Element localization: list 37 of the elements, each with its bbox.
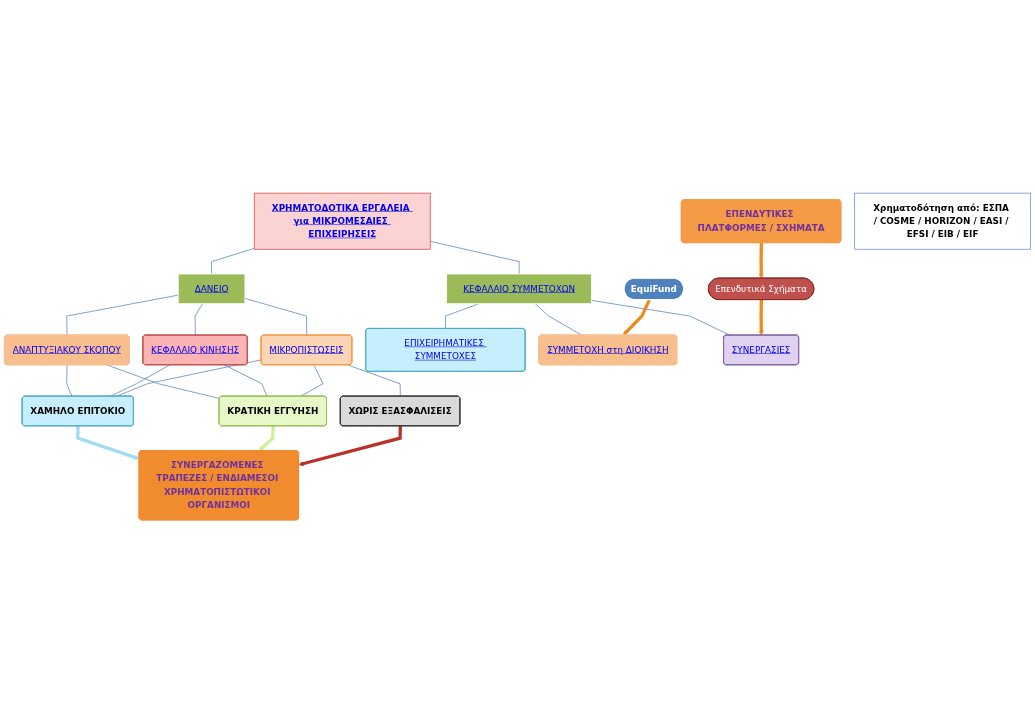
connector-line: [224, 364, 268, 397]
arrow: [758, 242, 764, 279]
rounded-box: ΣΥΝΕΡΓΑΣΙΕΣ: [723, 334, 800, 366]
arrow: [298, 426, 402, 466]
connector-line: [66, 364, 73, 397]
ellipse-node: Επενδυτικά Σχήματα: [707, 277, 815, 300]
rounded-box: ΚΕΦΑΛΑΙΟ ΚΙΝΗΣΗΣ: [142, 334, 248, 366]
connector-line: [429, 240, 520, 275]
rounded-box: ΜΙΚΡΟΠΙΣΤΩΣΕΙΣ: [260, 334, 353, 366]
connector-line: [445, 303, 480, 330]
rounded-box: ΑΝΑΠΤΥΞΙΑΚΟΥ ΣΚΟΠΟΥ: [4, 334, 130, 366]
arrow: [76, 426, 140, 460]
ellipse-node: EquiFund: [623, 277, 685, 300]
connector-line: [194, 303, 203, 336]
process-box: ΧΡΗΜΑΤΟΔΟΤΙΚΑ ΕΡΓΑΛΕΙΑ για ΜΙΚΡΟΜΕΣΑΙΕΣ ΕΠΙΧΕΙΡΗΣΕΙΣ: [253, 192, 431, 250]
rounded-box: ΧΑΜΗΛΟ ΕΠΙΤΟΚΙΟ: [21, 395, 134, 427]
rounded-box: ΕΠΕΝΔΥΤΙΚΕΣ ΠΛΑΤΦΟΡΜΕΣ / ΣΧΗΜΑΤΑ: [680, 199, 842, 244]
arrow: [622, 299, 651, 336]
connector-line: [300, 364, 324, 397]
connector-line: [347, 364, 401, 397]
arrow: [258, 426, 275, 452]
connector-line: [211, 248, 255, 275]
connector-line: [244, 298, 308, 336]
rounded-box: ΣΥΜΜΕΤΟΧΗ στη ΔΙΟΙΚΗΣΗ: [538, 334, 678, 366]
connector-line: [591, 300, 731, 336]
process-box: ΚΕΦΑΛΑΙΟ ΣΥΜΜΕΤΟΧΩΝ: [446, 273, 592, 305]
connector-line: [66, 294, 179, 336]
rounded-box: ΧΩΡΙΣ ΕΞΑΣΦΑΛΙΣΕΙΣ: [339, 395, 461, 427]
connector-line: [534, 303, 583, 336]
process-box: Χρηματοδότηση από: ΕΣΠΑ / COSME / HORIZON / EASI / EFSI / EIB / EIF: [854, 192, 1031, 250]
rounded-box: ΚΡΑΤΙΚΗ ΕΓΓΥΗΣΗ: [218, 395, 327, 427]
arrow: [758, 299, 764, 336]
connector-line: [109, 364, 170, 397]
rounded-box: ΣΥΝΕΡΓΑΖΟΜΕΝΕΣ ΤΡΑΠΕΖΕΣ / ΕΝΔΙΑΜΕΣΟΙ ΧΡΗΜΑΤΟΠΙΣΤΩΤΙΚΟΙ ΟΡΓΑΝΙΣΜΟΙ: [138, 450, 299, 521]
process-box: ΔΑΝΕΙΟ: [177, 273, 246, 305]
connector-line: [106, 364, 220, 399]
rounded-box: ΕΠΙΧΕΙΡΗΜΑΤΙΚΕΣ ΣΥΜΜΕΤΟΧΕΣ: [365, 328, 526, 372]
